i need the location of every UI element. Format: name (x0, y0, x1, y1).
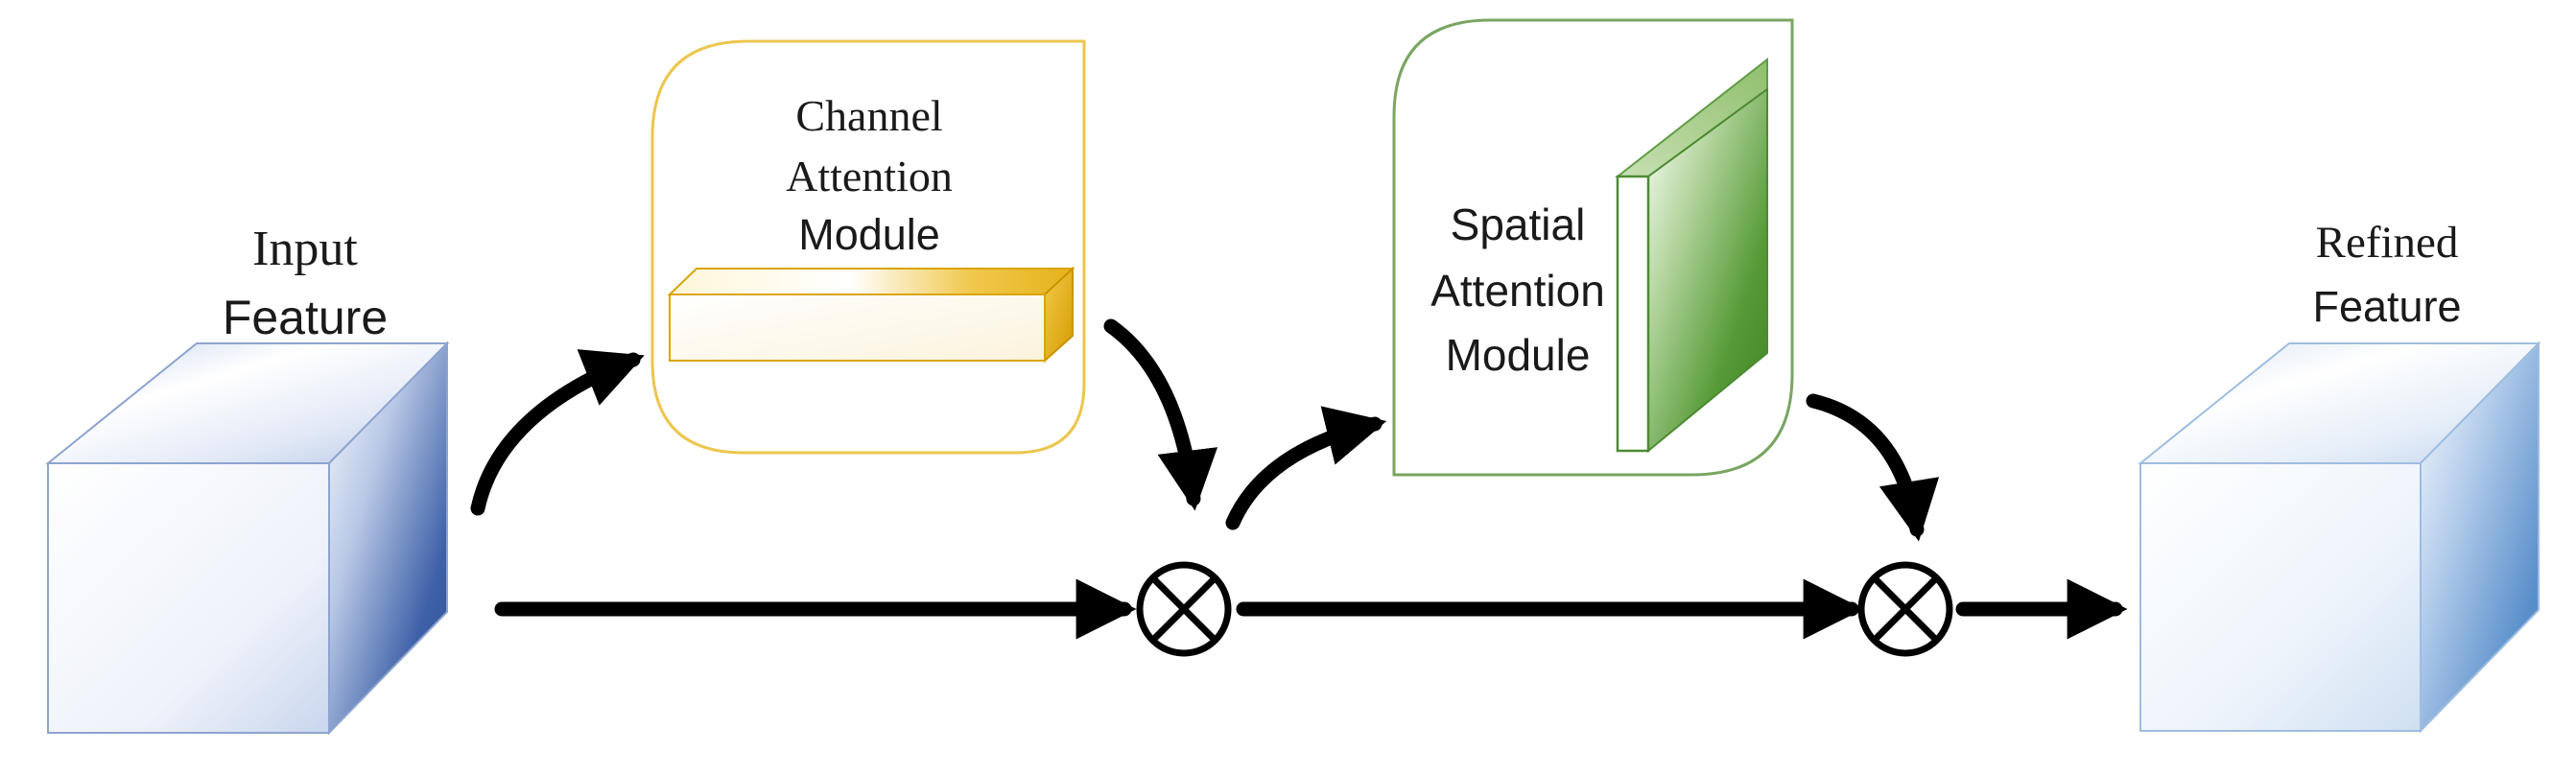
channel-label-line3: Module (798, 210, 940, 259)
input-label-line2: Feature (223, 291, 388, 344)
output-label-line2: Feature (2312, 282, 2461, 331)
arrow-input-to-channel (470, 349, 645, 516)
output-cube-front (2139, 462, 2422, 732)
spatial-attention-slab (1615, 57, 1768, 454)
flow-arrows (470, 318, 2128, 640)
channel-attention-bar (667, 266, 1075, 364)
multiply-1-cross-b (1149, 575, 1218, 644)
spatial-label-line1: Spatial (1451, 200, 1586, 249)
spatial-label-line3: Module (1446, 330, 1591, 380)
arrow-multiply-1-to-spatial (1225, 406, 1387, 530)
refined-feature-cube (2138, 341, 2541, 734)
channel-bar-front (669, 294, 1046, 362)
arrow-spatial-to-multiply-2 (1806, 393, 1940, 542)
spatial-label-line2: Attention (1430, 266, 1605, 316)
multiply-operator-2 (1857, 561, 1953, 657)
input-feature-cube (45, 341, 450, 736)
spatial-slab-front (1616, 175, 1650, 453)
channel-bar-top (667, 268, 1075, 295)
arrow-channel-to-multiply-1 (1103, 318, 1218, 511)
channel-label-line2: Attention (786, 152, 953, 200)
channel-label-line1: Channel (795, 91, 942, 140)
input-cube-front (47, 462, 330, 734)
multiply-operator-1 (1136, 561, 1232, 657)
input-label-line1: Input (252, 222, 358, 276)
multiply-2-cross-b (1871, 575, 1940, 644)
output-label-line1: Refined (2316, 218, 2459, 268)
